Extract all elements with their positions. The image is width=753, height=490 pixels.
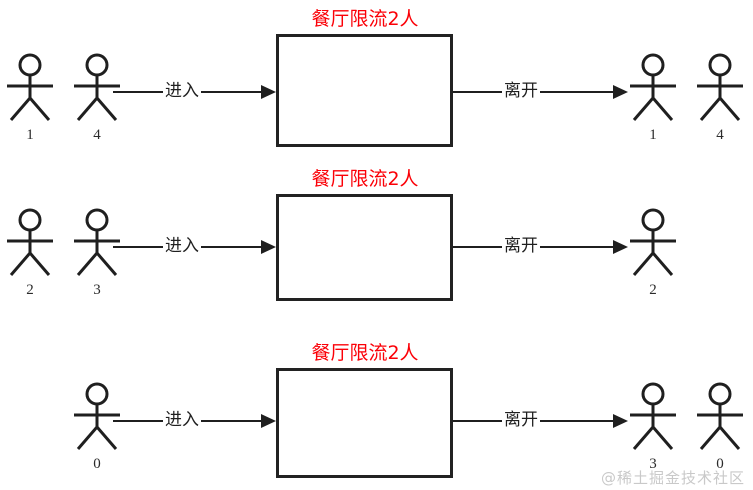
stick-figure-icon: 3 (72, 207, 122, 298)
stick-figure-glyph (697, 53, 743, 121)
stick-figure-glyph (630, 53, 676, 121)
stick-figure-icon: 1 (628, 52, 678, 143)
stick-figure-icon: 1 (5, 52, 55, 143)
figure-label: 0 (93, 456, 101, 472)
figure-label: 1 (26, 127, 34, 143)
restaurant-box (276, 368, 453, 478)
arrow-head-icon (613, 85, 628, 99)
leave-arrow-label: 离开 (502, 81, 540, 101)
stick-figure-icon: 4 (72, 52, 122, 143)
enter-arrow-label: 进入 (163, 410, 201, 430)
enter-arrow-label: 进入 (163, 81, 201, 101)
arrow-head-icon (261, 240, 276, 254)
stick-figure-glyph (7, 53, 53, 121)
stick-figure-glyph (74, 382, 120, 450)
figure-label: 2 (26, 282, 34, 298)
diagram-row-3: 0 进入 餐厅限流2人 离开 3 (0, 328, 753, 490)
stick-figure-icon: 0 (72, 381, 122, 472)
leave-arrow-label: 离开 (502, 236, 540, 256)
enter-arrow-label: 进入 (163, 236, 201, 256)
diagram-row-2: 2 3 进入 餐厅限流2人 离开 (0, 163, 753, 328)
stick-figure-glyph (630, 208, 676, 276)
stick-figure-glyph (74, 208, 120, 276)
stick-figure-icon: 2 (628, 207, 678, 298)
arrow-head-icon (261, 414, 276, 428)
watermark-label: @稀土掘金技术社区 (600, 469, 745, 487)
figure-label: 3 (93, 282, 101, 298)
figure-label: 1 (649, 127, 657, 143)
figure-label: 4 (93, 127, 101, 143)
figure-label: 2 (649, 282, 657, 298)
stick-figure-icon: 2 (5, 207, 55, 298)
stick-figure-glyph (74, 53, 120, 121)
box-title-label: 餐厅限流2人 (311, 8, 419, 30)
figure-label: 4 (716, 127, 724, 143)
diagram-row-1: 1 4 进入 餐厅限流2人 离开 (0, 0, 753, 163)
leave-arrow (453, 82, 628, 102)
arrow-head-icon (613, 414, 628, 428)
stick-figure-icon: 0 (695, 381, 745, 472)
arrow-head-icon (261, 85, 276, 99)
figure-label: 3 (649, 456, 657, 472)
restaurant-box (276, 34, 453, 147)
box-title-label: 餐厅限流2人 (311, 342, 419, 364)
stick-figure-glyph (697, 382, 743, 450)
leave-arrow (453, 237, 628, 257)
box-title-label: 餐厅限流2人 (311, 168, 419, 190)
figure-label: 0 (716, 456, 724, 472)
stick-figure-icon: 4 (695, 52, 745, 143)
stick-figure-glyph (630, 382, 676, 450)
stick-figure-glyph (7, 208, 53, 276)
leave-arrow-label: 离开 (502, 410, 540, 430)
arrow-head-icon (613, 240, 628, 254)
leave-arrow (453, 411, 628, 431)
restaurant-box (276, 194, 453, 301)
stick-figure-icon: 3 (628, 381, 678, 472)
